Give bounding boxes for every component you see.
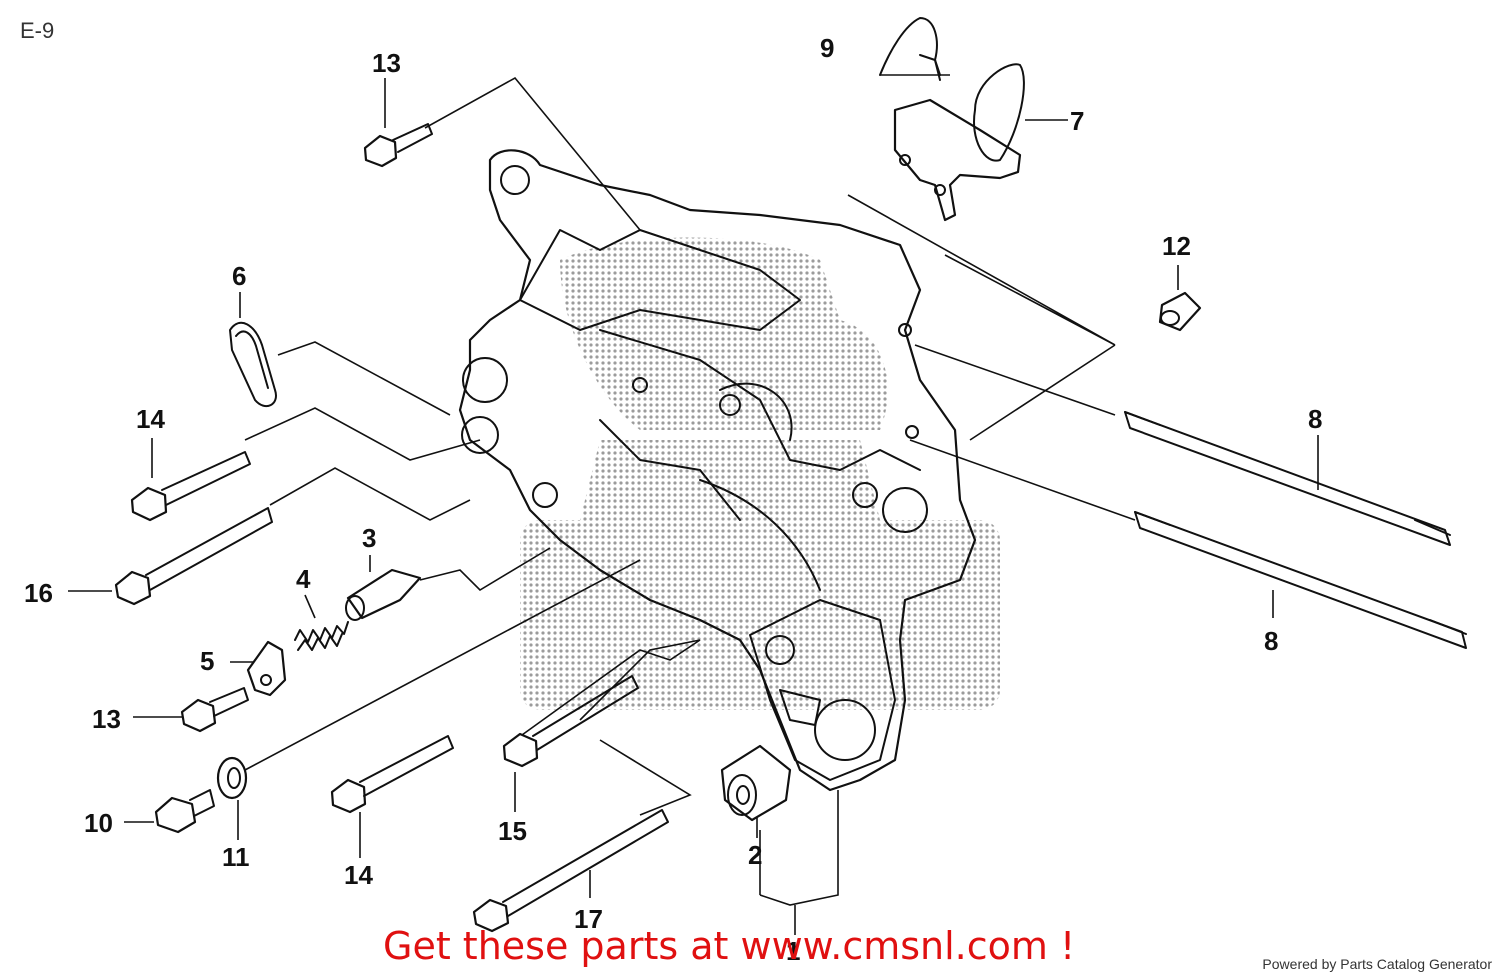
bolt-14-lower	[330, 735, 454, 814]
clip-9	[879, 17, 941, 81]
watermark-logo	[520, 237, 1000, 710]
callout-16: 16	[24, 578, 53, 608]
bolt-16	[114, 507, 273, 606]
callout-15: 15	[498, 816, 527, 846]
plug-10	[154, 789, 215, 834]
callout-7: 7	[1070, 106, 1084, 136]
bolt-14-upper	[130, 451, 251, 522]
bolt-15	[502, 675, 639, 768]
bracket-7	[893, 63, 1025, 222]
callout-12: 12	[1162, 231, 1191, 261]
stud-8-lower	[1134, 511, 1467, 649]
crankcase-half	[458, 149, 977, 792]
footer-cta-link[interactable]: Get these parts at www.cmsnl.com !	[383, 924, 1076, 968]
footer-credit: Powered by Parts Catalog Generator	[1262, 956, 1492, 972]
washer-11	[216, 756, 248, 800]
callout-8-lower: 8	[1264, 626, 1278, 656]
callout-3: 3	[362, 523, 376, 553]
stud-8-upper	[1124, 411, 1451, 546]
callout-13-top: 13	[372, 48, 401, 78]
detent-3	[345, 568, 422, 621]
bolt-13-lower	[180, 687, 249, 733]
bolt-17	[472, 809, 669, 933]
callout-8-upper: 8	[1308, 404, 1322, 434]
callout-labels: 13 9 7 12 6 14 8 16 3 4 5 8 13 10 11 14 …	[24, 33, 1322, 966]
o-ring-6	[229, 321, 277, 408]
callout-1: 1	[786, 936, 800, 966]
callout-14-upper: 14	[136, 404, 165, 434]
bolt-13-top	[363, 123, 433, 168]
callout-13-lower: 13	[92, 704, 121, 734]
callout-5: 5	[200, 646, 214, 676]
callout-11: 11	[222, 842, 250, 872]
callout-14-lower: 14	[344, 860, 373, 890]
callout-9: 9	[820, 33, 834, 63]
callout-4: 4	[296, 564, 311, 594]
dowel-12	[1158, 291, 1202, 332]
page-code: E-9	[20, 18, 55, 43]
bushing-2	[720, 744, 792, 822]
leader-lines	[68, 74, 1319, 935]
callout-10: 10	[84, 808, 113, 838]
spring-4	[294, 621, 349, 651]
callout-17: 17	[574, 904, 603, 934]
callout-2: 2	[748, 840, 762, 870]
callout-6: 6	[232, 261, 246, 291]
plate-5	[246, 640, 287, 697]
